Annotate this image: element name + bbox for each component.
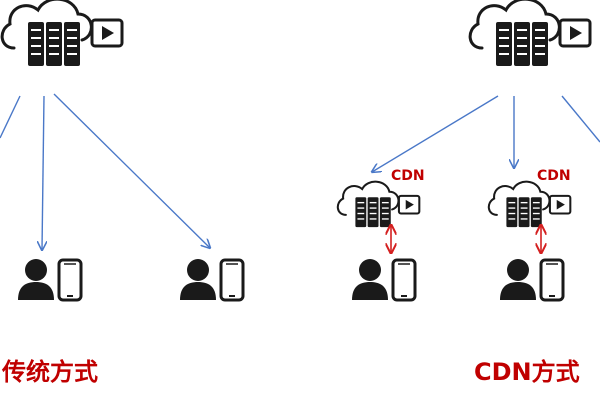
origin-server-left [0, 0, 124, 68]
user-traditional-1 [16, 257, 83, 302]
arrow-origin-offscreen [561, 95, 600, 143]
arrow-traditional-offscreen [0, 95, 21, 139]
user-phone-icon [16, 257, 83, 302]
user-cdn-1 [350, 257, 417, 302]
user-phone-icon [350, 257, 417, 302]
arrow-traditional-user-1 [42, 95, 44, 250]
cdn-arrows [372, 95, 600, 172]
user-cdn-2 [498, 257, 565, 302]
cdn-method-title: CDN方式 [474, 358, 580, 386]
origin-server-right [468, 0, 592, 68]
cloud-server-icon [336, 180, 421, 229]
user-phone-icon [498, 257, 565, 302]
cloud-server-icon [487, 180, 572, 229]
user-phone-icon [178, 257, 245, 302]
cloud-server-icon [468, 0, 592, 68]
cdn-label-1: CDN [391, 168, 425, 184]
cdn-node-2 [487, 180, 572, 229]
cloud-server-icon [0, 0, 124, 68]
cdn-label-2: CDN [537, 168, 571, 184]
arrow-origin-to-cdn-1 [372, 95, 499, 172]
cdn-node-1 [336, 180, 421, 229]
user-traditional-2 [178, 257, 245, 302]
traditional-method-title: 传统方式 [1, 358, 98, 386]
traditional-arrows [0, 93, 210, 250]
arrow-traditional-user-2 [53, 93, 210, 248]
